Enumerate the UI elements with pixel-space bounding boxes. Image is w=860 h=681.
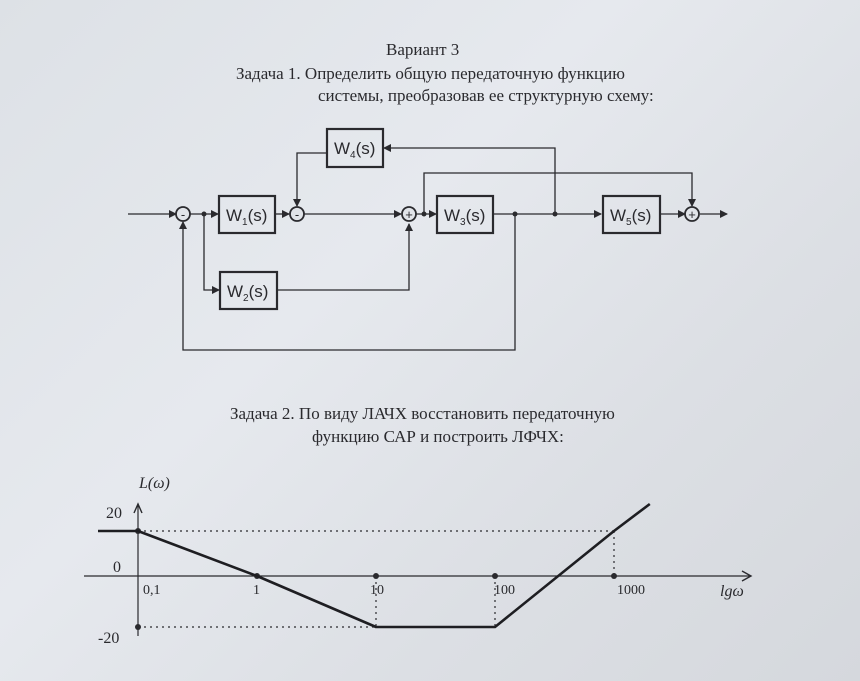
task1-line1: Задача 1. Определить общую передаточную … [236, 64, 625, 83]
junction-dot [201, 211, 207, 217]
svg-text:W1(s): W1(s) [226, 206, 267, 228]
x-tick-dot [492, 573, 498, 579]
x-tick-label: 100 [494, 583, 515, 598]
block-w3: W3(s) [435, 194, 495, 235]
task2-line2: функцию САР и построить ЛФЧХ: [312, 427, 564, 446]
block-w2: W2(s) [218, 270, 279, 311]
y-tick-dot [135, 624, 141, 630]
series-line [98, 502, 651, 629]
y-tick-label: -20 [98, 630, 119, 647]
svg-text:W5(s): W5(s) [610, 206, 651, 228]
x-tick-label: 0,1 [143, 583, 161, 598]
x-tick-label: 1000 [617, 583, 645, 598]
y-tick-label: 20 [106, 505, 122, 522]
x-tick-label: 1 [253, 583, 260, 598]
svg-text:W2(s): W2(s) [227, 282, 268, 304]
summer-s4: + [684, 206, 700, 222]
task1-line2: системы, преобразовав ее структурную схе… [318, 86, 654, 105]
svg-text:-: - [295, 207, 299, 222]
svg-text:+: + [688, 207, 696, 222]
svg-text:+: + [405, 207, 413, 222]
summer-s2: - [289, 206, 305, 222]
x-tick-label: 10 [370, 583, 384, 598]
x-axis-arrow [741, 570, 753, 582]
block-w1: W1(s) [217, 194, 277, 235]
x-tick-dot [373, 573, 379, 579]
svg-text:-: - [181, 207, 185, 222]
block-diagram: - - + + W1(s) W2(s) W3(s) W4( [128, 127, 728, 351]
x-axis-label: lgω [720, 583, 744, 600]
summer-s3: + [401, 206, 417, 222]
y-axis-label: L(ω) [138, 475, 170, 492]
junction-dot [421, 211, 427, 217]
task2-line1: Задача 2. По виду ЛАЧХ восстановить пере… [230, 404, 615, 423]
variant-title: Вариант 3 [386, 40, 460, 59]
x-tick-dot [611, 573, 617, 579]
summer-s1: - [175, 206, 191, 222]
svg-text:W3(s): W3(s) [444, 206, 485, 228]
svg-text:W4(s): W4(s) [334, 139, 375, 161]
block-w4: W4(s) [325, 127, 385, 169]
block-w5: W5(s) [601, 194, 662, 235]
junction-dot [512, 211, 518, 217]
y-axis-arrow [133, 502, 143, 514]
y-tick-label: 0 [113, 559, 121, 576]
junction-dot [552, 211, 558, 217]
